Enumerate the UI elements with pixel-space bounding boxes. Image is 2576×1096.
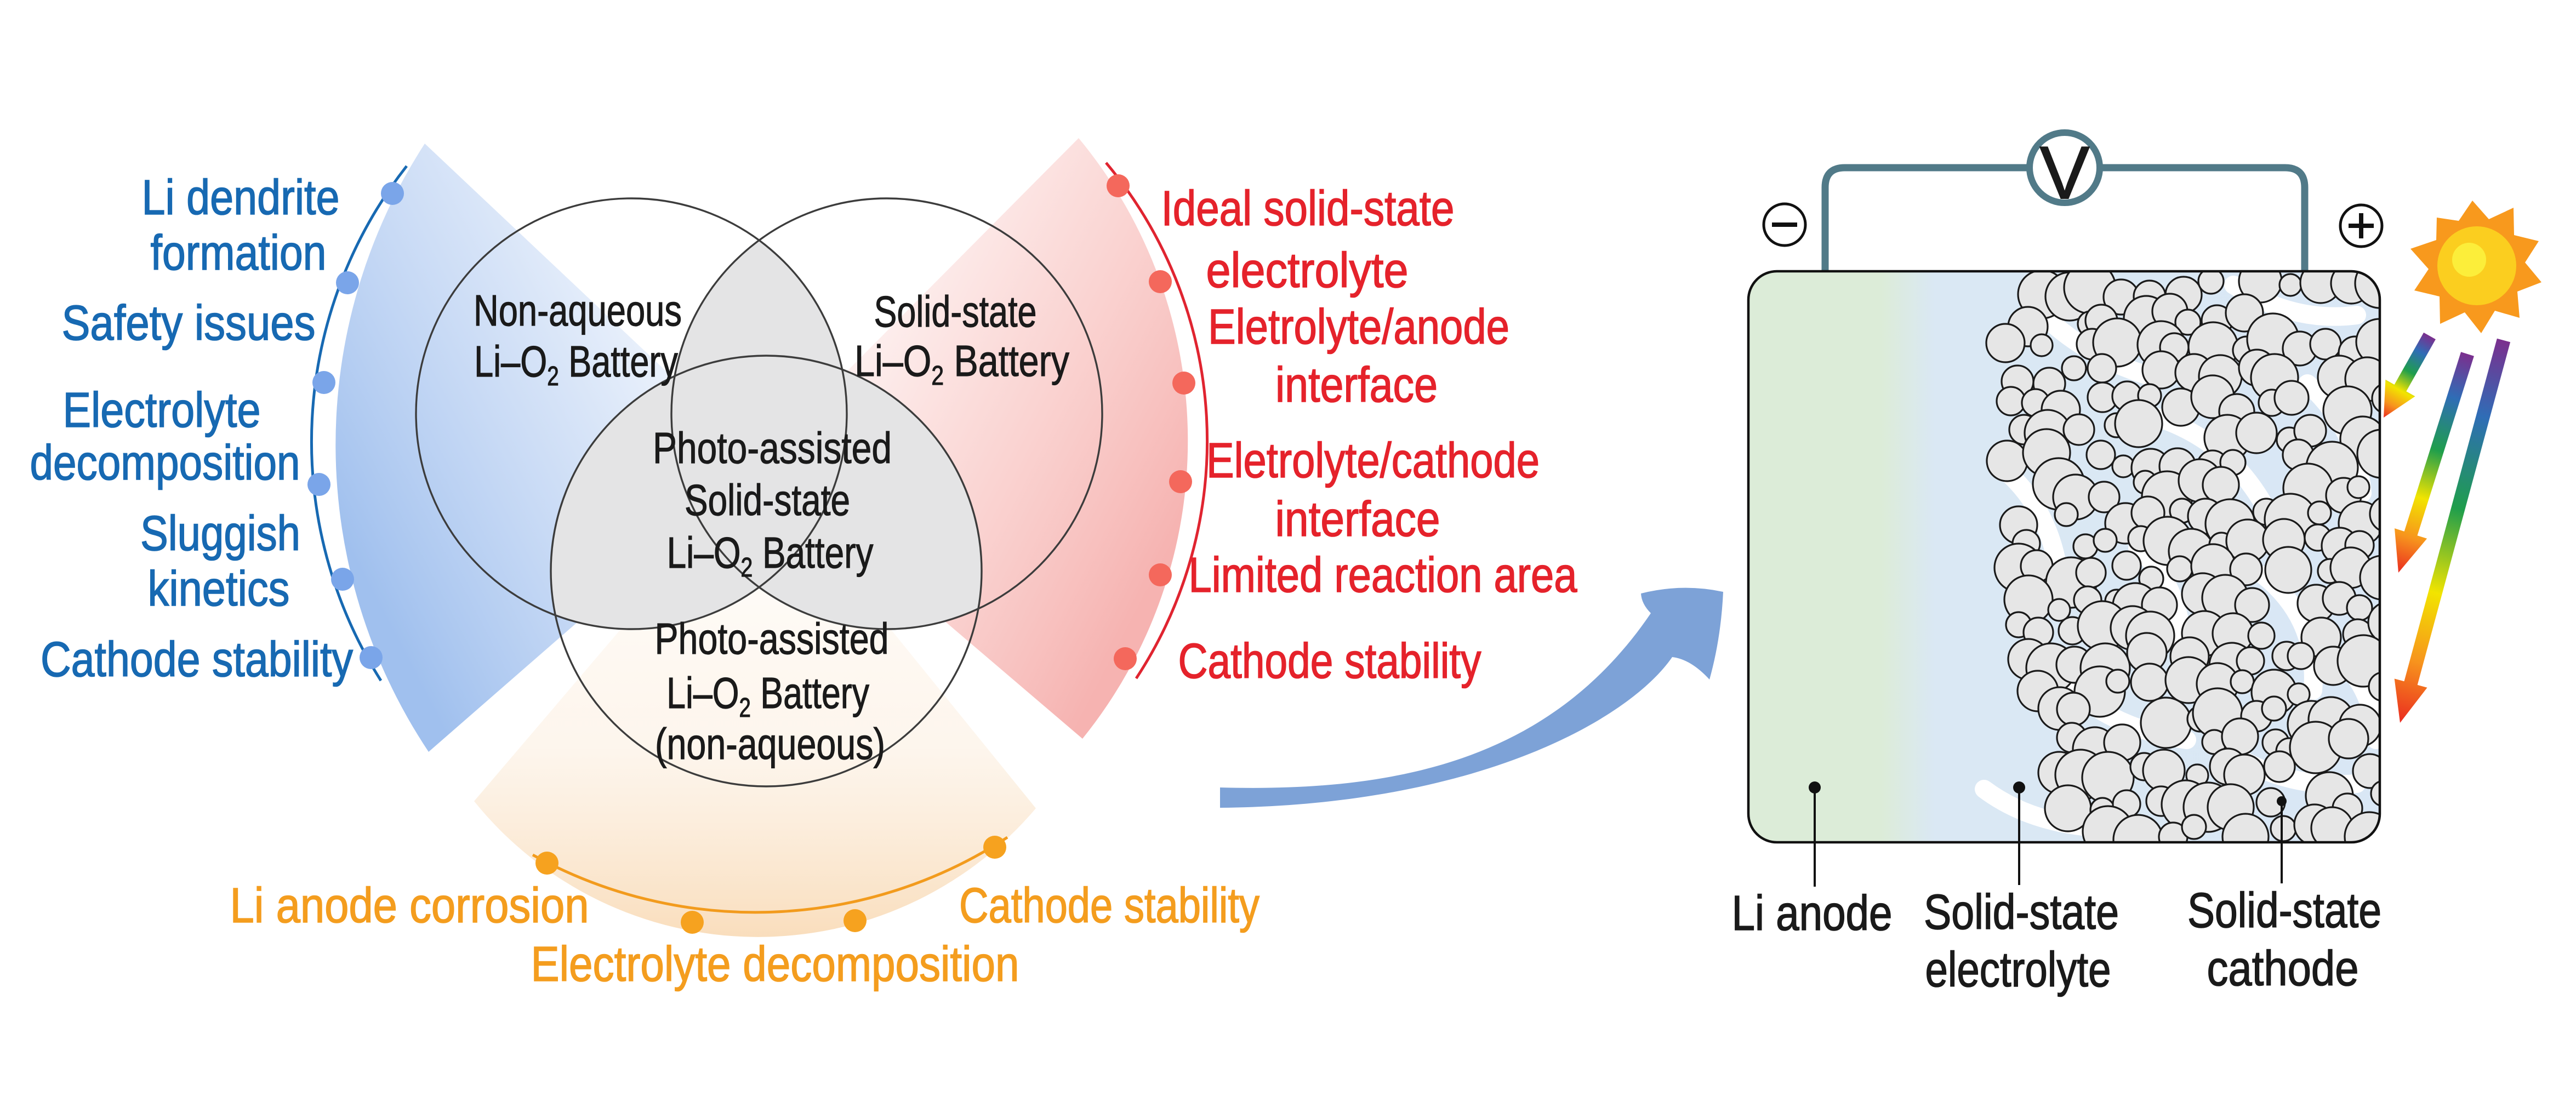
svg-text:Eletrolyte/cathode: Eletrolyte/cathode: [1206, 433, 1540, 488]
svg-text:Ideal solid-state: Ideal solid-state: [1161, 181, 1455, 236]
svg-text:Solid-state: Solid-state: [1924, 885, 2119, 940]
svg-text:Li–O2 Battery: Li–O2 Battery: [666, 669, 869, 723]
svg-text:Li anode: Li anode: [1732, 886, 1893, 941]
svg-text:Limited reaction area: Limited reaction area: [1189, 548, 1578, 603]
svg-text:Solid-state: Solid-state: [2187, 883, 2381, 938]
svg-text:electrolyte: electrolyte: [1925, 943, 2111, 997]
svg-text:electrolyte: electrolyte: [1206, 243, 1409, 298]
svg-text:cathode: cathode: [2207, 941, 2359, 996]
svg-text:V: V: [2040, 131, 2090, 214]
svg-text:interface: interface: [1275, 492, 1440, 547]
svg-text:Li–O2 Battery: Li–O2 Battery: [854, 336, 1069, 391]
svg-text:Li–O2 Battery: Li–O2 Battery: [474, 338, 678, 391]
svg-text:Li–O2 Battery: Li–O2 Battery: [667, 528, 874, 583]
svg-text:Solid-state: Solid-state: [685, 476, 850, 524]
svg-text:Sluggish: Sluggish: [140, 506, 300, 561]
svg-text:Photo-assisted: Photo-assisted: [653, 424, 892, 472]
svg-text:Cathode stability: Cathode stability: [41, 632, 353, 687]
svg-text:Li anode corrosion: Li anode corrosion: [230, 878, 589, 933]
svg-text:Li dendrite: Li dendrite: [142, 170, 340, 225]
svg-text:Solid-state: Solid-state: [874, 287, 1037, 336]
svg-text:(non-aqueous): (non-aqueous): [655, 720, 885, 768]
svg-text:kinetics: kinetics: [148, 562, 290, 616]
svg-text:Eletrolyte/anode: Eletrolyte/anode: [1208, 300, 1509, 355]
svg-text:Photo-assisted: Photo-assisted: [655, 614, 889, 663]
svg-text:Cathode stability: Cathode stability: [959, 878, 1259, 933]
svg-text:Cathode stability: Cathode stability: [1178, 634, 1481, 689]
svg-text:Electrolyte decomposition: Electrolyte decomposition: [531, 937, 1019, 992]
svg-text:interface: interface: [1275, 358, 1438, 413]
svg-text:Electrolyte: Electrolyte: [63, 383, 261, 438]
svg-text:decomposition: decomposition: [30, 436, 300, 490]
svg-text:Non-aqueous: Non-aqueous: [474, 286, 682, 335]
svg-text:formation: formation: [151, 226, 327, 281]
svg-text:Safety issues: Safety issues: [62, 296, 316, 351]
